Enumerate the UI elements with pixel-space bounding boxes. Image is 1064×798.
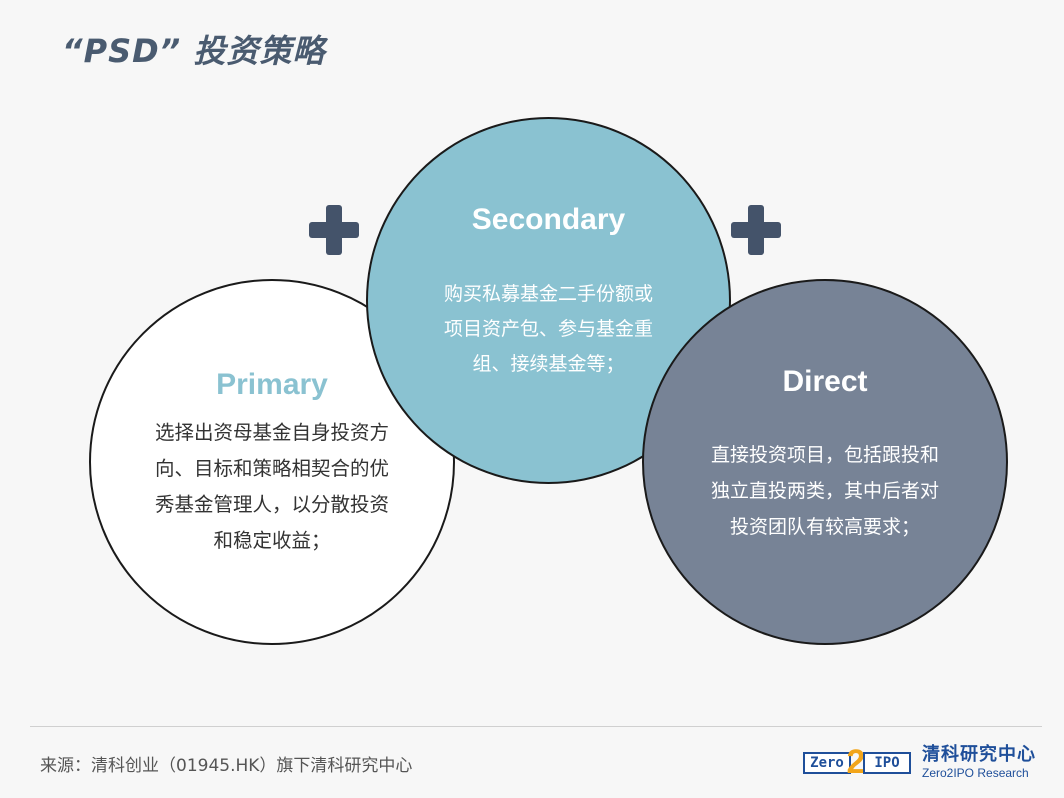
secondary-title: Secondary xyxy=(471,203,626,236)
direct-line: 投资团队有较高要求； xyxy=(729,516,920,538)
direct-circle: Direct 直接投资项目，包括跟投和 独立直投两类，其中后者对 投资团队有较高… xyxy=(642,279,1008,645)
logo-two-numeral: 2 xyxy=(846,743,866,781)
primary-title: Primary xyxy=(216,368,328,401)
direct-line: 独立直投两类，其中后者对 xyxy=(710,480,939,502)
footer-divider xyxy=(30,726,1042,727)
brand-name-en: Zero2IPO Research xyxy=(922,766,1029,780)
secondary-line: 组、接续基金等； xyxy=(472,353,625,375)
logo-zero-text: Zero xyxy=(803,752,851,774)
primary-line: 秀基金管理人，以分散投资 xyxy=(154,493,389,516)
plus-icon xyxy=(731,205,781,255)
page-title: “PSD” 投资策略 xyxy=(62,32,326,70)
secondary-description: 购买私募基金二手份额或 项目资产包、参与基金重 组、接续基金等； xyxy=(436,277,662,382)
primary-description: 选择出资母基金自身投资方 向、目标和策略相契合的优 秀基金管理人，以分散投资 和… xyxy=(152,415,392,559)
brand-block: 清科研究中心 Zero2IPO Research xyxy=(922,745,1036,781)
secondary-line: 项目资产包、参与基金重 xyxy=(443,318,653,340)
primary-line: 选择出资母基金自身投资方 xyxy=(154,421,389,444)
direct-line: 直接投资项目，包括跟投和 xyxy=(710,444,939,466)
primary-line: 和稳定收益； xyxy=(213,529,331,552)
primary-line: 向、目标和策略相契合的优 xyxy=(154,457,389,480)
brand-name-cn: 清科研究中心 xyxy=(922,744,1036,765)
direct-description: 直接投资项目，包括跟投和 独立直投两类，其中后者对 投资团队有较高要求； xyxy=(703,437,947,545)
source-note: 来源：清科创业（01945.HK）旗下清科研究中心 xyxy=(40,756,413,776)
direct-title: Direct xyxy=(782,365,868,398)
secondary-line: 购买私募基金二手份额或 xyxy=(443,283,653,305)
plus-icon xyxy=(309,205,359,255)
logo-ipo-text: IPO xyxy=(863,752,911,774)
zero2ipo-logo: Zero 2 IPO xyxy=(803,743,911,781)
